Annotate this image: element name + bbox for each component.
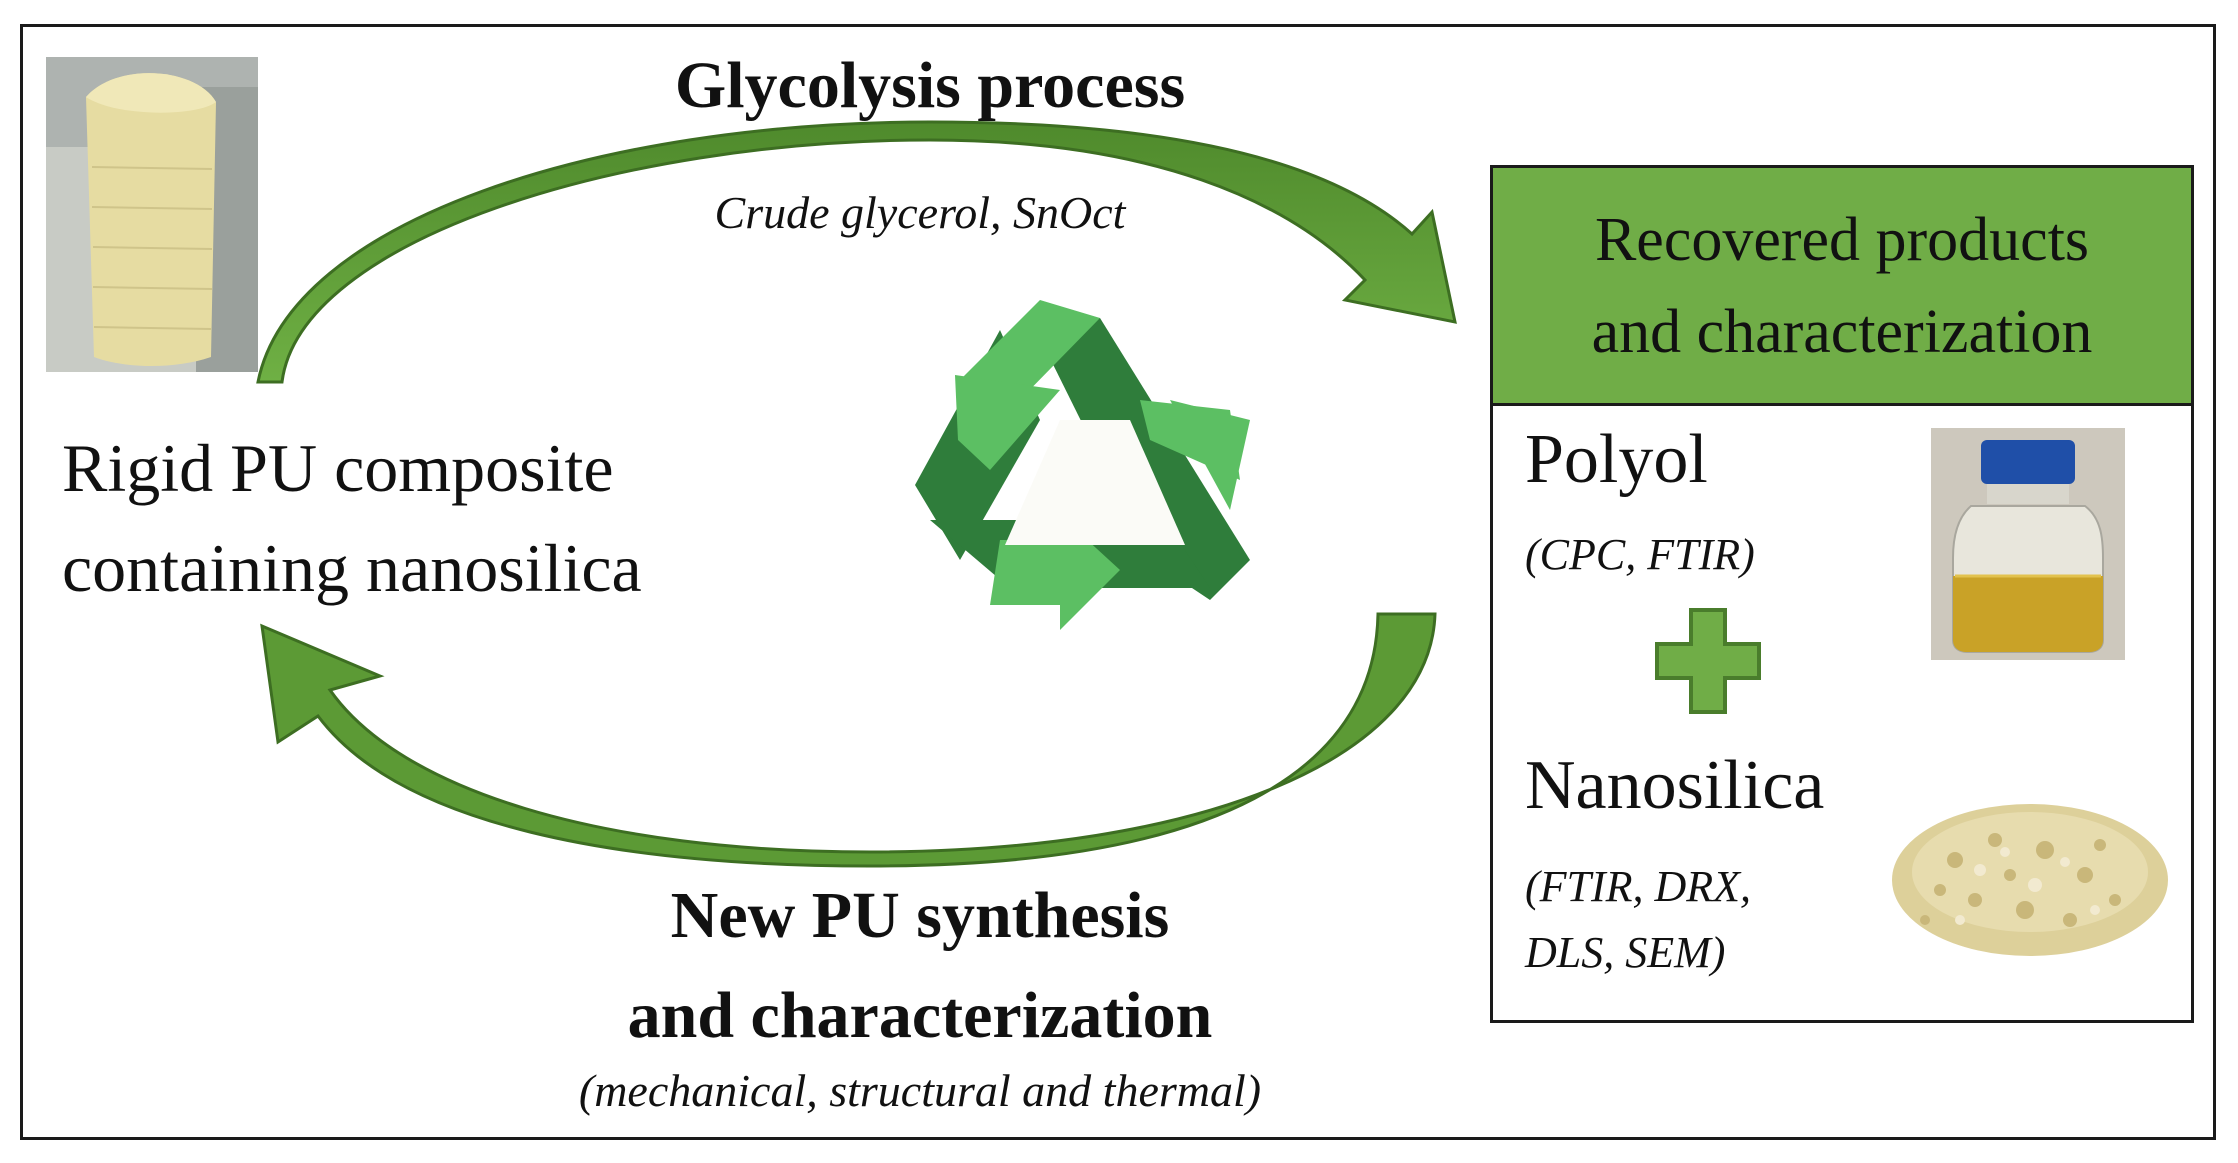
rigid-pu-label: Rigid PU composite containing nanosilica: [62, 418, 642, 618]
rigid-pu-foam-photo: [46, 57, 258, 372]
polyol-techniques: (CPC, FTIR): [1525, 530, 1755, 579]
nanosilica-techniques-line2: DLS, SEM): [1525, 928, 1726, 977]
new-pu-title: New PU synthesis and characterization: [520, 866, 1320, 1066]
rigid-pu-label-line1: Rigid PU composite: [62, 430, 614, 506]
nanosilica-powder-photo: [1885, 780, 2175, 966]
recovered-header-line1: Recovered products: [1594, 205, 2090, 274]
nanosilica-techniques-line1: (FTIR, DRX,: [1525, 862, 1752, 911]
diagram-frame: [20, 24, 2216, 1140]
new-pu-subtitle: (mechanical, structural and thermal): [578, 1065, 1262, 1116]
glycolysis-subtitle: Crude glycerol, SnOct: [714, 187, 1126, 238]
rigid-pu-label-line2: containing nanosilica: [62, 530, 642, 606]
recovered-products-box: Recovered products and characterization …: [1490, 165, 2194, 1023]
recycle-icon: [915, 300, 1250, 630]
polyol-name: Polyol: [1525, 421, 1708, 498]
bottom-process-arrow: [260, 612, 1437, 868]
nanosilica-techniques: (FTIR, DRX, DLS, SEM): [1525, 854, 1751, 986]
new-pu-title-line1: New PU synthesis: [670, 879, 1170, 952]
new-pu-title-line2: and characterization: [627, 979, 1213, 1052]
recovered-header-line2: and characterization: [1591, 297, 2093, 366]
polyol-bottle-photo: [1931, 428, 2125, 660]
glycolysis-title: Glycolysis process: [674, 49, 1186, 122]
recovered-header: Recovered products and characterization: [1493, 168, 2191, 406]
plus-icon: [1655, 608, 1761, 714]
top-process-arrow: [256, 120, 1457, 384]
nanosilica-name: Nanosilica: [1525, 747, 1825, 824]
